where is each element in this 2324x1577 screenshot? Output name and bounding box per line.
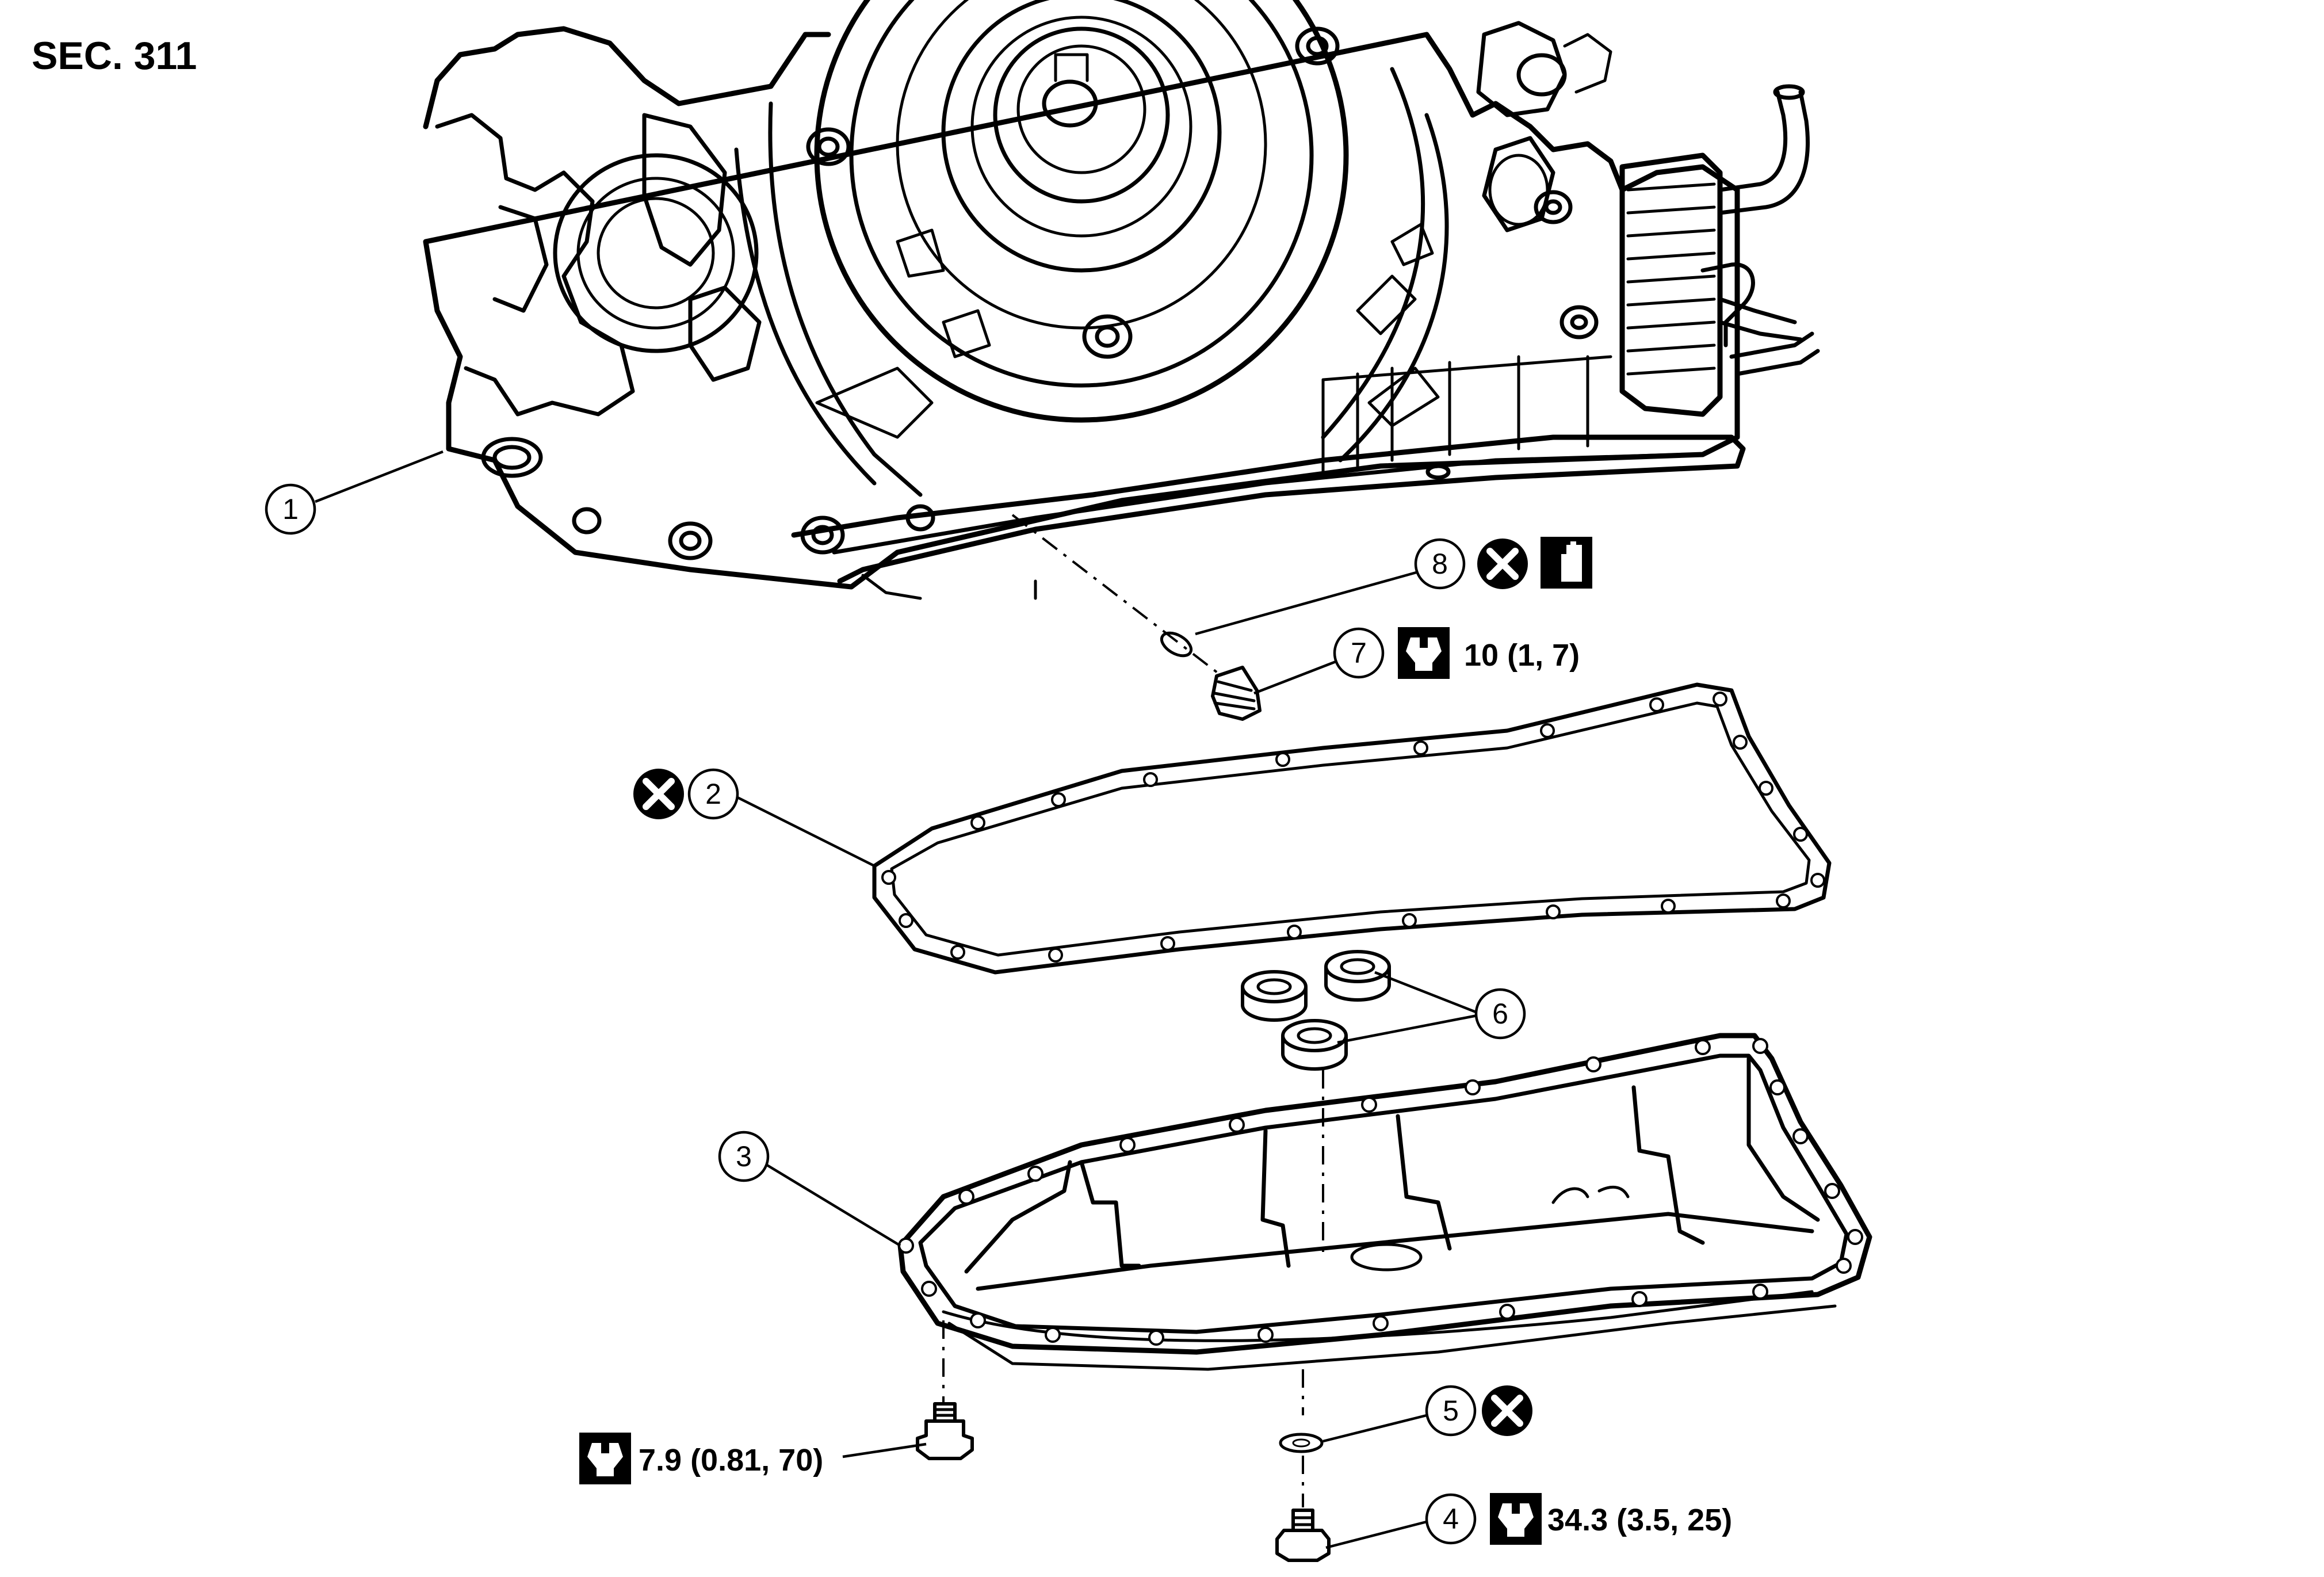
callout-6: 6 (1337, 971, 1526, 1044)
pan-bolt (916, 1402, 974, 1460)
section-title: SEC. 311 (32, 34, 197, 78)
callout-7: 7 (1253, 627, 1385, 695)
svg-text:7: 7 (1351, 637, 1367, 669)
do-not-reuse-icon (1482, 1385, 1532, 1436)
torque-wrench-icon (579, 1433, 631, 1484)
do-not-reuse-icon (1477, 539, 1528, 589)
svg-text:4: 4 (1443, 1503, 1459, 1535)
drain-plug-o-ring (1011, 514, 1238, 689)
drain-washer (1279, 1433, 1324, 1453)
torque-wrench-icon (1398, 627, 1450, 679)
svg-text:3: 3 (736, 1140, 752, 1173)
svg-text:1: 1 (282, 493, 299, 525)
callout-4: 4 (1325, 1493, 1477, 1549)
fluid-bottle-icon (1541, 537, 1592, 589)
torque-spec-drain-plug: 34.3 (3.5, 25) (1547, 1503, 1732, 1537)
oil-pan-gasket (872, 682, 1832, 975)
callout-2: 2 (687, 768, 876, 868)
svg-text:6: 6 (1492, 998, 1508, 1030)
svg-text:5: 5 (1443, 1395, 1459, 1427)
svg-text:8: 8 (1432, 548, 1448, 580)
callout-8: 8 (1195, 538, 1466, 636)
oil-pan (897, 1033, 1872, 1371)
drain-plug (1275, 1509, 1331, 1562)
magnet-set (1241, 950, 1391, 1071)
torque-spec-plug: 10 (1, 7) (1464, 638, 1580, 673)
do-not-reuse-icon (633, 769, 684, 819)
callout-5: 5 (1322, 1385, 1477, 1443)
callout-1: 1 (265, 450, 444, 535)
fill-plug (1211, 666, 1262, 721)
torque-wrench-icon (1490, 1493, 1542, 1545)
callout-3: 3 (718, 1131, 901, 1247)
transaxle-assembly (423, 0, 1820, 600)
torque-spec-pan-bolt: 7.9 (0.81, 70) (639, 1443, 823, 1477)
svg-text:2: 2 (705, 778, 721, 810)
